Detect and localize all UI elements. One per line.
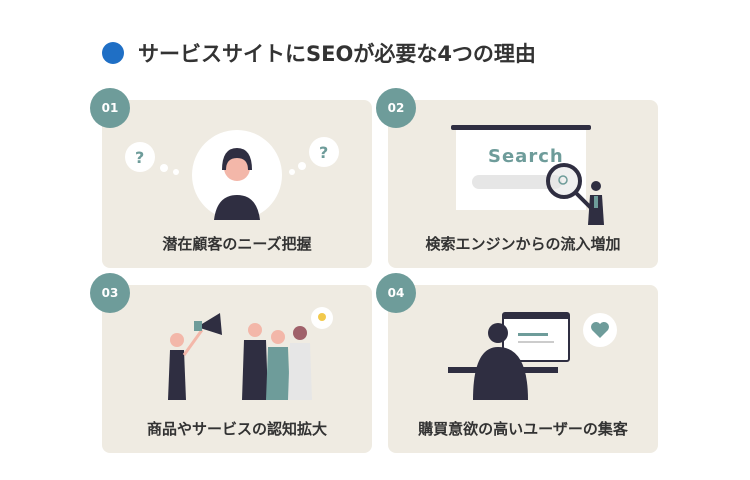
search-illustration	[451, 125, 604, 225]
reason-card-3: 03 商品やサービスの認知拡大	[90, 273, 372, 453]
card-label: 購買意欲の高いユーザーの集客	[418, 420, 628, 438]
svg-text:?: ?	[319, 143, 328, 162]
number-badge: 01	[90, 88, 130, 128]
svg-text:?: ?	[135, 148, 144, 167]
page-title: サービスサイトにSEOが必要な4つの理由	[138, 42, 536, 66]
computer-user-illustration	[448, 312, 617, 400]
card-label: 潜在顧客のニーズ把握	[162, 235, 312, 253]
card-label: 商品やサービスの認知拡大	[146, 420, 327, 438]
number-badge: 04	[376, 273, 416, 313]
number-badge: 03	[90, 273, 130, 313]
search-heading: Search	[488, 146, 564, 167]
page-title-row: サービスサイトにSEOが必要な4つの理由	[102, 38, 536, 68]
reason-card-1: 01 ? ? 潜在顧客のニーズ把握	[90, 88, 372, 268]
reason-card-4: 04 購買意欲の高いユーザーの集客	[376, 273, 658, 453]
number-badge: 02	[376, 88, 416, 128]
megaphone-crowd-illustration	[168, 307, 333, 400]
woman-question-illustration: ? ?	[125, 130, 339, 220]
card-label: 検索エンジンからの流入増加	[425, 235, 621, 253]
bullet-dot	[102, 42, 124, 64]
reason-card-2: 02 Search 検索エンジンからの流入増加	[376, 88, 658, 268]
